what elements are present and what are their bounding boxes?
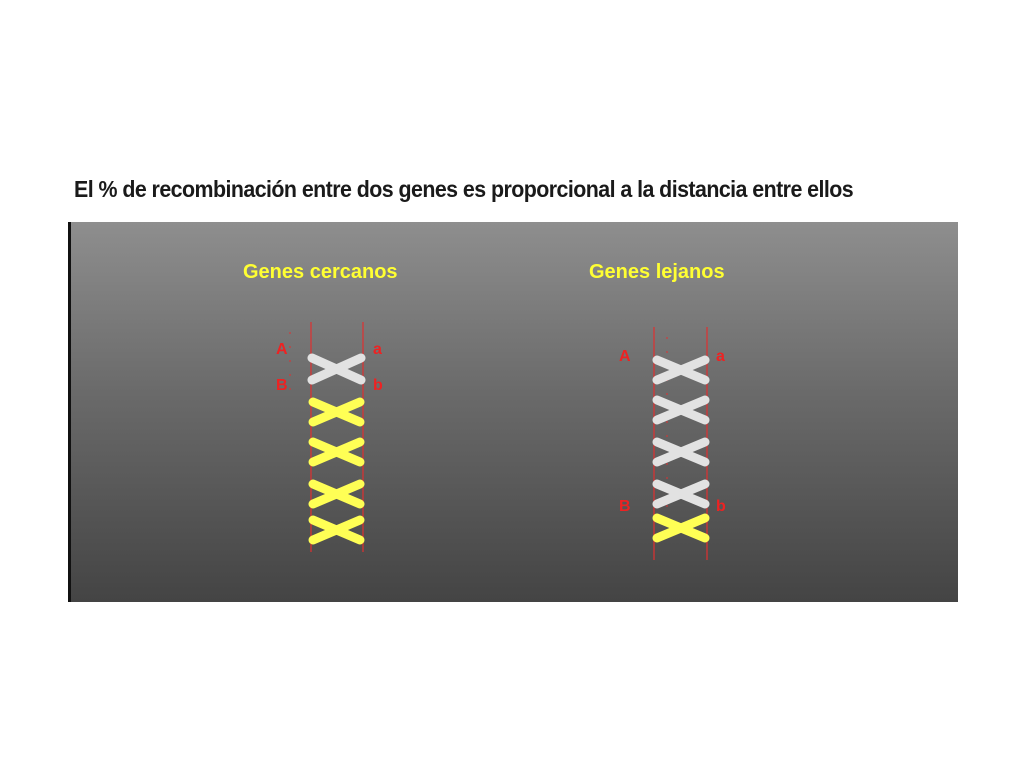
slide-title: El % de recombinación entre dos genes es… bbox=[74, 176, 854, 202]
distant-label-a: a bbox=[716, 348, 725, 365]
close-label-a: a bbox=[373, 341, 382, 358]
close-crossover-4 bbox=[308, 479, 365, 509]
distant-label-A: A bbox=[619, 348, 631, 365]
close-crossover-2 bbox=[308, 397, 365, 427]
distant-crossover-3 bbox=[652, 437, 710, 467]
distant-crossover-5 bbox=[652, 513, 710, 543]
distant-crossover-4 bbox=[652, 479, 710, 509]
recombination-diagram: Genes cercanos bbox=[243, 261, 726, 560]
close-crossover-1 bbox=[307, 353, 366, 385]
diagram-panel: Genes cercanos bbox=[68, 222, 958, 602]
close-genes-heading: Genes cercanos bbox=[243, 261, 398, 283]
distant-genes-group: Genes lejanos bbox=[589, 261, 726, 560]
close-label-b: b bbox=[373, 377, 383, 394]
close-label-B: B bbox=[276, 377, 288, 394]
distant-crossover-1 bbox=[652, 355, 710, 385]
close-crossover-5 bbox=[308, 515, 365, 545]
distant-crossover-2 bbox=[652, 395, 710, 425]
close-label-A: A bbox=[276, 341, 288, 358]
close-crossover-3 bbox=[308, 437, 365, 467]
distant-genes-heading: Genes lejanos bbox=[589, 261, 725, 283]
distant-label-b: b bbox=[716, 498, 726, 515]
distant-label-B: B bbox=[619, 498, 631, 515]
close-genes-group: Genes cercanos bbox=[243, 261, 398, 552]
